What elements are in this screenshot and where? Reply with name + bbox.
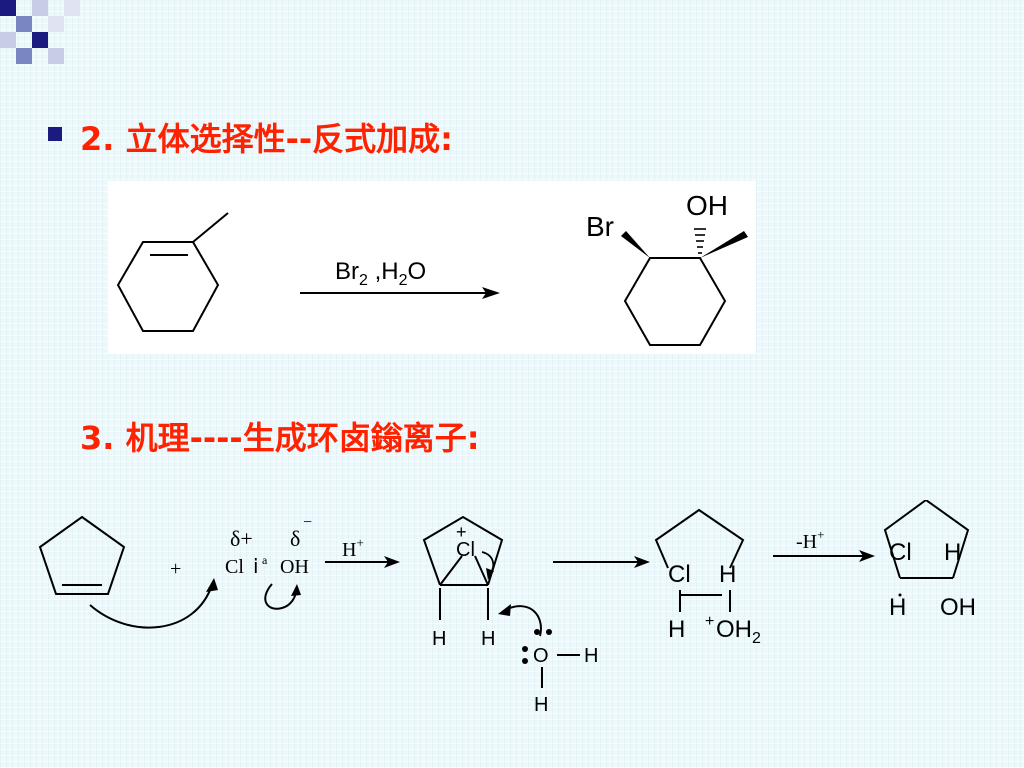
product-oh-label: OH xyxy=(940,594,976,621)
curved-arrow-bond-cleavage xyxy=(264,583,301,610)
water-molecule: O H H xyxy=(498,604,598,716)
water-h-right-label: H xyxy=(584,645,598,667)
step2-cl-label: Cl xyxy=(668,561,691,588)
step2-h-top-label: H xyxy=(719,561,736,588)
heading-stereoselectivity: 2. 立体选择性--反式加成: xyxy=(80,120,453,158)
bromohydrin-product: Br OH xyxy=(586,190,748,346)
curved-arrow-alkene xyxy=(89,578,218,629)
water-h-bottom-label: H xyxy=(534,694,548,716)
delta-minus-symbol: δ xyxy=(290,526,300,551)
intermediate-cl-label: Cl xyxy=(456,539,475,561)
reagent-label: Br2 ,H2O xyxy=(335,258,426,289)
delta-minus-sign: − xyxy=(303,514,312,531)
intermediate-plus-label: + xyxy=(456,522,467,542)
intermediate-h-left: H xyxy=(432,628,446,650)
product-cl-label: Cl xyxy=(889,539,912,566)
reaction-1-svg: Br2 ,H2O Br OH xyxy=(116,190,748,346)
intermediate-h-right: H xyxy=(481,628,495,650)
product-h-top-label: H xyxy=(944,539,961,566)
step2-plus-label: + xyxy=(705,613,714,630)
arrowhead-ring-open xyxy=(486,568,494,580)
bullet-square xyxy=(48,127,62,141)
cyclopentene-structure xyxy=(38,515,126,595)
chlorohydrin-product xyxy=(883,500,970,579)
step2-h-bottom-label: H xyxy=(668,616,685,643)
step2-oh-label: OH2 xyxy=(716,616,761,647)
reagent-oh-label: OH xyxy=(280,556,309,578)
plus-sign: + xyxy=(170,558,181,580)
chloronium-intermediate xyxy=(422,515,504,620)
product-br-label: Br xyxy=(586,211,614,242)
h-plus-arrow xyxy=(325,556,400,568)
product-oh-label: OH xyxy=(686,190,728,221)
oxonium-intermediate xyxy=(654,508,745,612)
reaction-panel: Br2 ,H2O Br OH xyxy=(108,181,756,354)
product-h-bottom-label: H xyxy=(889,594,906,621)
reagent-bond-dots: ⅰ xyxy=(253,556,259,578)
reagent-a-mark: a xyxy=(262,553,268,567)
mechanism-svg: + δ+ δ − Cl ⅰ a OH H+ Cl + H H O H H xyxy=(38,500,976,716)
step-arrow xyxy=(553,556,650,568)
h-plus-label: H+ xyxy=(342,535,364,561)
water-o-label: O xyxy=(533,645,549,667)
reagent-cl-label: Cl xyxy=(225,556,244,578)
reaction-arrow xyxy=(300,287,500,299)
deprotonation-arrow xyxy=(773,550,875,562)
methylcyclohexene-structure xyxy=(116,212,229,332)
bond-dot xyxy=(898,593,902,597)
delta-plus-label: δ+ xyxy=(230,526,253,551)
heading-mechanism: 3. 机理----生成环卤鎓离子: xyxy=(80,419,480,457)
minus-h-plus-label: -H+ xyxy=(796,527,824,553)
corner-decoration xyxy=(0,0,80,64)
